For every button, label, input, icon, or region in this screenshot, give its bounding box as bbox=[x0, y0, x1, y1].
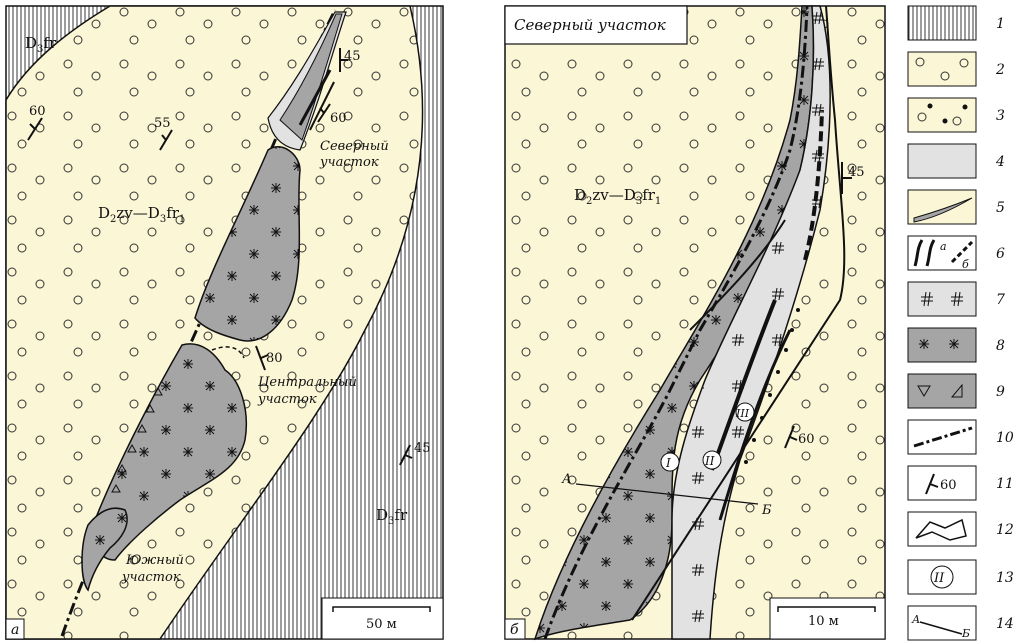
legend-number: 8 bbox=[996, 338, 1005, 354]
legend-swatch-9 bbox=[907, 373, 977, 409]
dip-value: 80 bbox=[266, 351, 283, 366]
dip-value: 60 bbox=[330, 111, 347, 126]
legend-number: 13 bbox=[996, 570, 1014, 586]
legend-6-a: а bbox=[940, 240, 947, 253]
contact-line-b bbox=[631, 5, 846, 621]
dip-value: 45 bbox=[344, 49, 361, 64]
site-south-l2: участок bbox=[121, 570, 181, 585]
site-north-l1: Северный bbox=[320, 139, 389, 154]
section-start: А bbox=[561, 472, 572, 487]
legend-number: 4 bbox=[995, 154, 1005, 170]
site-central-l1: Центральный bbox=[258, 375, 357, 390]
legend-14-start: А bbox=[911, 613, 920, 626]
legend-6-b: б bbox=[962, 258, 969, 271]
panel-a-corner-box bbox=[5, 618, 25, 640]
legend-swatch-6 bbox=[907, 235, 977, 271]
site-south-l1: Южный bbox=[125, 553, 184, 568]
legend-number: 11 bbox=[996, 476, 1014, 492]
breccia-body-north bbox=[194, 146, 301, 342]
legend-swatch-11 bbox=[907, 465, 977, 501]
legend-swatch-7 bbox=[907, 281, 977, 317]
legend-number: 12 bbox=[996, 522, 1014, 538]
scale-label-b: 10 м bbox=[808, 614, 839, 629]
slate-lens-north bbox=[279, 13, 343, 141]
dip-symbols-b bbox=[784, 162, 852, 449]
legend-number: 7 bbox=[996, 292, 1005, 308]
contact-dots-b bbox=[744, 308, 800, 464]
panel-a: D3fr D2zv—D3fr1 D3fr 60 55 45 60 80 45 С… bbox=[5, 5, 444, 640]
legend-14-end: Б bbox=[961, 627, 970, 640]
unit-label-d3fr-right: D3fr bbox=[376, 506, 408, 527]
legend-swatch-10 bbox=[907, 419, 977, 455]
central-contact bbox=[211, 346, 245, 359]
vein-b-4 bbox=[689, 219, 786, 331]
vein-north-2 bbox=[309, 81, 335, 131]
panel-b-title: Северный участок bbox=[514, 16, 666, 34]
breccia-body-central bbox=[93, 343, 247, 561]
legend-number: 1 bbox=[996, 16, 1005, 32]
panel-b: А Б I II III 45 60 D2zv—D3fr1 Северный у… bbox=[504, 5, 886, 641]
legend-number: 3 bbox=[996, 108, 1005, 124]
scale-box-a bbox=[321, 597, 444, 640]
section-line bbox=[575, 483, 759, 505]
site-north-l2: участок bbox=[319, 155, 379, 170]
legend-11-value: 60 bbox=[940, 478, 957, 493]
section-end: Б bbox=[761, 503, 772, 518]
vein-north-1 bbox=[298, 69, 332, 126]
legend-swatch-14 bbox=[907, 605, 977, 641]
legend-swatch-4 bbox=[907, 143, 977, 179]
legend-number: 6 bbox=[996, 246, 1005, 262]
zone-label: II bbox=[704, 454, 715, 468]
scale-label-a: 50 м bbox=[366, 617, 397, 632]
breccia-body-south bbox=[81, 507, 128, 592]
legend-swatch-2 bbox=[907, 51, 977, 87]
panel-b-corner-label: б bbox=[510, 622, 519, 638]
legend-swatch-1 bbox=[907, 5, 977, 41]
fault-line-b bbox=[543, 5, 809, 640]
vein-b-3 bbox=[803, 109, 824, 261]
legend-number: 14 bbox=[996, 616, 1014, 632]
legend-swatch-12 bbox=[907, 511, 977, 547]
panel-a-corner-label: а bbox=[11, 622, 19, 638]
vein-b-2 bbox=[718, 329, 792, 521]
dip-value: 55 bbox=[154, 116, 171, 131]
scale-bar-a bbox=[332, 606, 431, 612]
unit-label-b: D2zv—D3fr1 bbox=[574, 186, 661, 207]
panel-b-title-box bbox=[504, 5, 688, 45]
dip-value: 60 bbox=[29, 104, 46, 119]
scale-box-b bbox=[769, 597, 886, 640]
scale-bar-b bbox=[777, 606, 876, 612]
unit-label-d2zv: D2zv—D3fr1 bbox=[98, 204, 185, 225]
panel-b-corner-box bbox=[504, 618, 526, 640]
dip-value: 60 bbox=[798, 432, 815, 447]
dip-value: 45 bbox=[414, 441, 431, 456]
zone-label: III bbox=[735, 407, 750, 420]
zone-label: I bbox=[665, 456, 671, 470]
dip-symbols-a bbox=[27, 48, 413, 466]
breccia-triangles-a bbox=[111, 386, 163, 493]
legend-number: 2 bbox=[995, 62, 1005, 78]
legend-number: 5 bbox=[996, 200, 1005, 216]
legend-swatch-8 bbox=[907, 327, 977, 363]
legend-number: 9 bbox=[996, 384, 1005, 400]
legend-13-symbol: II bbox=[933, 571, 945, 586]
legend-swatch-3 bbox=[907, 97, 977, 133]
site-central-l2: участок bbox=[257, 392, 317, 407]
unit-label-d3fr-top: D3fr bbox=[25, 34, 57, 55]
zone-markers bbox=[660, 402, 755, 472]
legend-number: 10 bbox=[996, 430, 1014, 446]
vein-b-1 bbox=[710, 299, 777, 471]
dip-value: 45 bbox=[848, 165, 865, 180]
